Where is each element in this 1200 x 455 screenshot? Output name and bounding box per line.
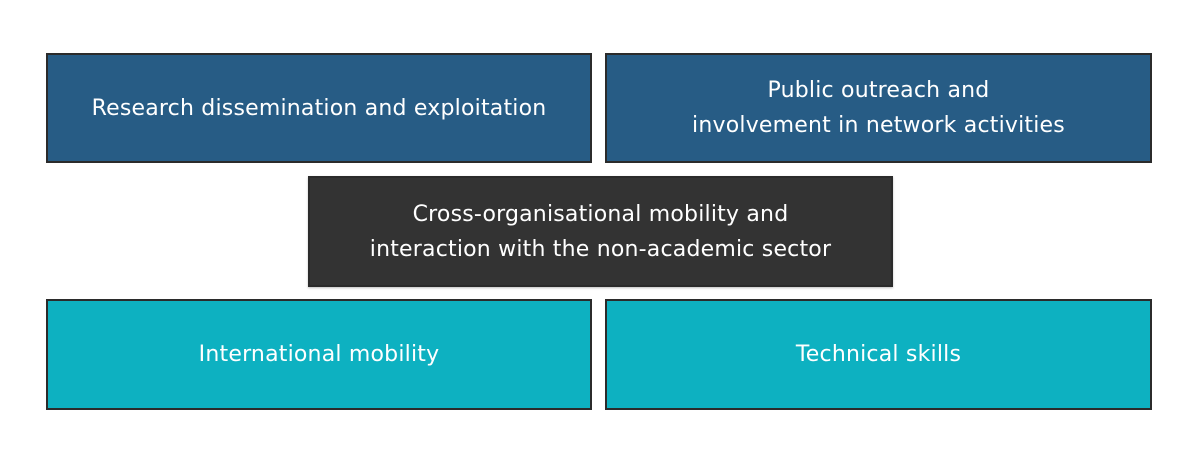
international-mobility-label: International mobility [198, 342, 440, 367]
international-mobility-box: International mobility [46, 299, 592, 410]
research-dissemination-label: Research dissemination and exploitation [91, 95, 547, 121]
technical-skills-box: Technical skills [605, 299, 1152, 410]
cross-organisational-mobility-label: Cross-organisational mobility and intera… [369, 201, 832, 262]
research-dissemination-box: Research dissemination and exploitation [46, 53, 592, 163]
public-outreach-label: Public outreach and involvement in netwo… [692, 78, 1065, 138]
cross-organisational-mobility-box: Cross-organisational mobility and intera… [308, 176, 893, 287]
public-outreach-box: Public outreach and involvement in netwo… [605, 53, 1152, 163]
technical-skills-label: Technical skills [795, 342, 962, 367]
